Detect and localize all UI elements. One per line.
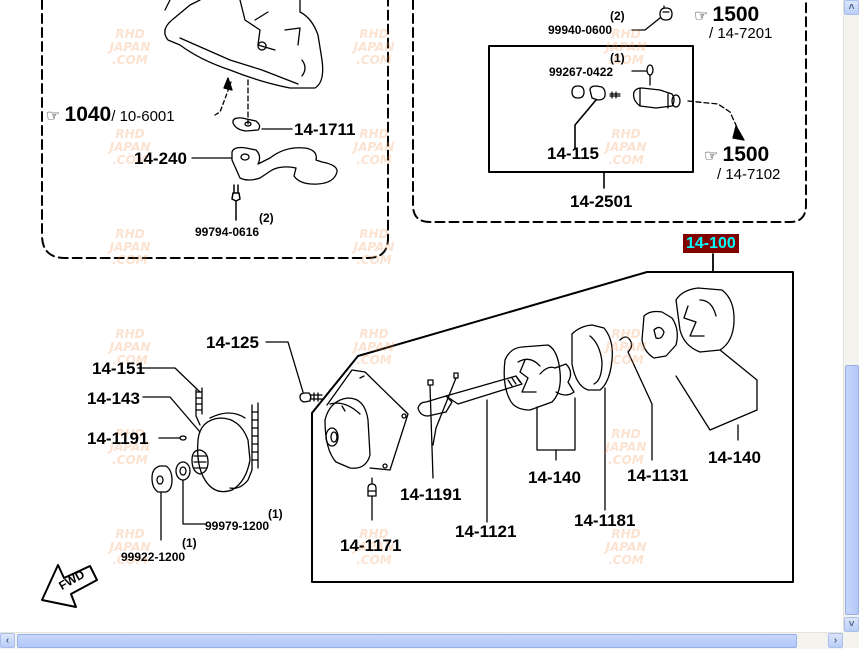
part-label-99267-0422[interactable]: 99267-0422: [549, 65, 614, 79]
shaft-drawing: [445, 375, 523, 405]
part-label-14-143[interactable]: 14-143: [87, 389, 140, 408]
dashed-boundary-right: [412, 0, 807, 223]
qty-label: (2): [610, 9, 625, 23]
part-label-14-115[interactable]: 14-115: [547, 144, 599, 163]
dashed-boundary-left: [41, 0, 389, 259]
qty-label: (1): [610, 51, 625, 65]
sprocket-chain-drawing: [191, 387, 259, 493]
qty-label: (1): [182, 536, 197, 550]
front-cover-drawing: [164, 0, 324, 89]
pump-body-drawing: [324, 369, 409, 471]
part-label-99979-1200[interactable]: 99979-1200: [205, 519, 270, 533]
part-label-14-1711[interactable]: 14-1711: [294, 120, 356, 139]
diagram-line-art: [41, 0, 807, 608]
part-label-14-140[interactable]: 14-140: [528, 468, 581, 487]
scroll-right-button[interactable]: ›: [828, 633, 843, 648]
pointing-hand-icon: ☞: [694, 8, 709, 25]
scroll-up-button[interactable]: ˄: [844, 0, 859, 15]
reference-1040[interactable]: ☞ 1040/ 10-6001: [46, 103, 175, 126]
rotor-rear-drawing: [641, 310, 678, 359]
part-label-14-240[interactable]: 14-240: [134, 149, 187, 168]
part-label-99794-0616[interactable]: 99794-0616: [195, 225, 260, 239]
reference-1500-a[interactable]: ☞ 1500: [694, 3, 760, 26]
reference-14-7201[interactable]: / 14-7201: [709, 25, 773, 42]
pump-housing-drawing: [571, 324, 613, 391]
part-label-14-140-b[interactable]: 14-140: [708, 448, 761, 467]
part-label-14-1121[interactable]: 14-1121: [455, 522, 517, 541]
scroll-down-button[interactable]: ˅: [844, 617, 859, 632]
fwd-arrow-icon: [41, 564, 98, 608]
chevron-right-icon: ›: [833, 635, 838, 646]
horizontal-scrollbar[interactable]: ‹ ›: [0, 632, 843, 649]
part-label-14-151[interactable]: 14-151: [92, 359, 145, 378]
part-label-14-1191-b[interactable]: 14-1191: [400, 485, 462, 504]
qty-label: (1): [268, 507, 283, 521]
pointing-hand-icon: ☞: [704, 148, 719, 165]
part-label-14-1131[interactable]: 14-1131: [627, 466, 689, 485]
qty-label: (2): [259, 211, 274, 225]
rotor-front-drawing: [503, 344, 561, 411]
reference-14-7102[interactable]: / 14-7102: [717, 166, 781, 183]
chevron-up-icon: ˄: [848, 2, 855, 13]
part-label-14-1171[interactable]: 14-1171: [340, 536, 402, 555]
part-label-14-1191[interactable]: 14-1191: [87, 429, 149, 448]
part-label-14-125[interactable]: 14-125: [206, 333, 259, 352]
scrollbar-corner: [843, 632, 859, 648]
assembly-outline-14-100: [311, 271, 794, 583]
reference-1500-b[interactable]: ☞ 1500: [704, 143, 770, 166]
vertical-scroll-thumb[interactable]: [845, 365, 859, 615]
chevron-left-icon: ‹: [5, 635, 10, 646]
part-label-99940-0600[interactable]: 99940-0600: [548, 23, 613, 37]
scroll-left-button[interactable]: ‹: [0, 633, 15, 648]
chevron-down-icon: ˅: [848, 619, 855, 630]
part-label-14-1181[interactable]: 14-1181: [574, 511, 636, 530]
pointing-hand-icon: ☞: [46, 108, 61, 125]
box-14-2501: [488, 45, 694, 173]
vertical-scrollbar[interactable]: ˄ ˅: [843, 0, 859, 632]
highlighted-part-14-100[interactable]: 14-100: [683, 234, 739, 253]
oil-strainer-drawing: [231, 146, 338, 185]
horizontal-scroll-thumb[interactable]: [17, 634, 797, 648]
part-label-99922-1200[interactable]: 99922-1200: [121, 550, 186, 564]
part-label-14-2501[interactable]: 14-2501: [570, 192, 633, 211]
